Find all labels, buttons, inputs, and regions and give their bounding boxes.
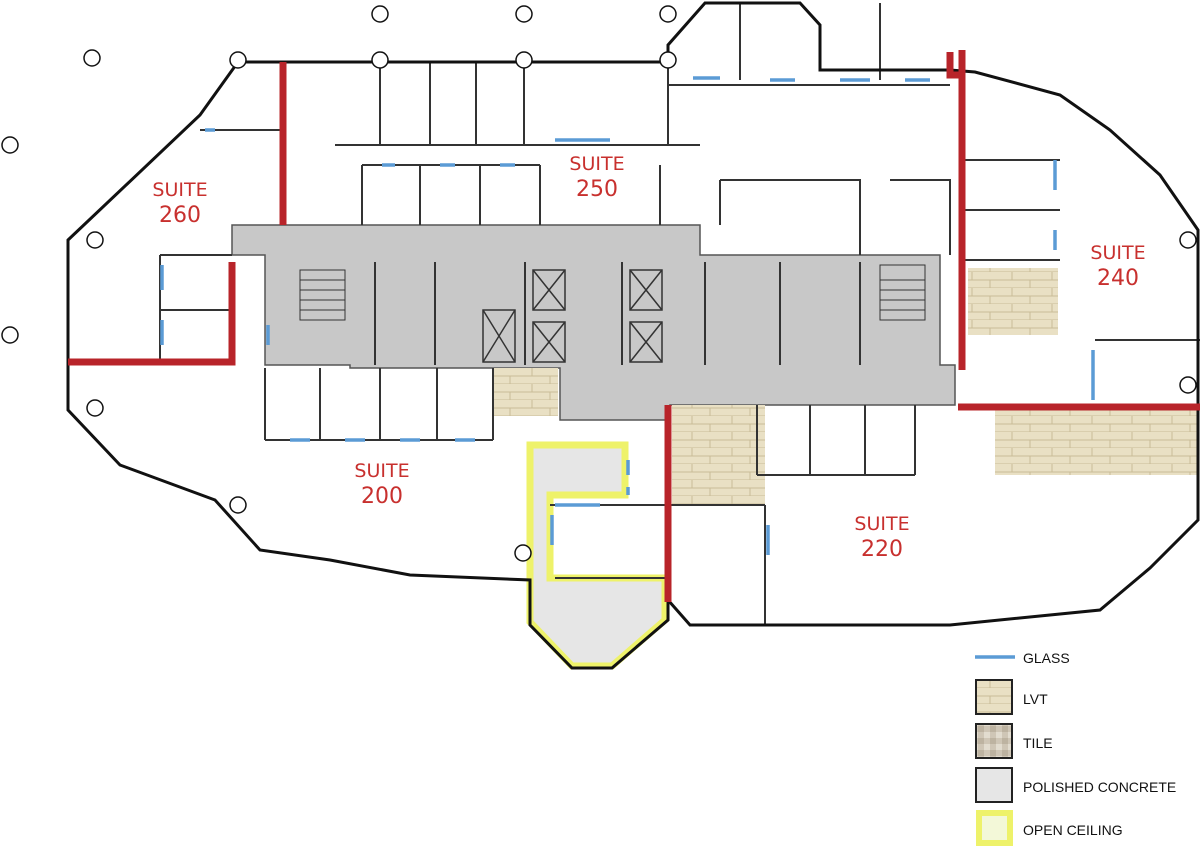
svg-text:SUITE: SUITE	[152, 179, 207, 201]
svg-text:220: 220	[861, 537, 903, 562]
lvt-area	[995, 410, 1198, 475]
elevators	[482, 269, 663, 363]
svg-text:OPEN CEILING: OPEN CEILING	[1023, 822, 1123, 838]
svg-text:260: 260	[159, 203, 201, 228]
lvt-area	[672, 405, 765, 505]
svg-text:TILE: TILE	[1023, 735, 1053, 751]
svg-text:GLASS: GLASS	[1023, 650, 1070, 666]
lvt-swatch	[975, 679, 1013, 715]
suite-250-label: SUITE 250	[569, 153, 624, 202]
svg-text:SUITE: SUITE	[854, 513, 909, 535]
lvt-area	[493, 368, 558, 416]
legend-lvt: LVT	[975, 679, 1048, 715]
svg-text:SUITE: SUITE	[1090, 242, 1145, 264]
suite-260-label: SUITE 260	[152, 179, 207, 228]
columns	[1, 5, 1197, 562]
core-area	[231, 224, 956, 421]
legend-polished-concrete: POLISHED CONCRETE	[975, 767, 1176, 803]
svg-text:POLISHED CONCRETE: POLISHED CONCRETE	[1023, 779, 1176, 795]
svg-text:240: 240	[1097, 266, 1139, 291]
legend: GLASS LVT TILE POLISHED CONCRETE OPEN CE…	[975, 650, 1176, 846]
suite-220-label: SUITE 220	[854, 513, 909, 562]
svg-text:SUITE: SUITE	[354, 460, 409, 482]
suite-240-label: SUITE 240	[1090, 242, 1145, 291]
legend-glass: GLASS	[975, 650, 1070, 666]
stairs	[299, 264, 926, 321]
legend-tile: TILE	[975, 723, 1053, 759]
open-ceiling-area	[526, 441, 669, 670]
open-ceiling-swatch	[976, 810, 1013, 846]
lvt-area	[968, 268, 1058, 335]
svg-text:250: 250	[576, 177, 618, 202]
demising-walls	[68, 50, 1200, 602]
svg-text:SUITE: SUITE	[569, 153, 624, 175]
svg-text:200: 200	[361, 484, 403, 509]
suite-200-label: SUITE 200	[354, 460, 409, 509]
glass-walls	[160, 76, 1095, 555]
svg-text:LVT: LVT	[1023, 691, 1048, 707]
building-outline	[66, 1, 1200, 670]
tile-swatch	[975, 723, 1013, 759]
legend-open-ceiling: OPEN CEILING	[976, 810, 1123, 846]
polished-concrete-swatch	[975, 767, 1013, 803]
